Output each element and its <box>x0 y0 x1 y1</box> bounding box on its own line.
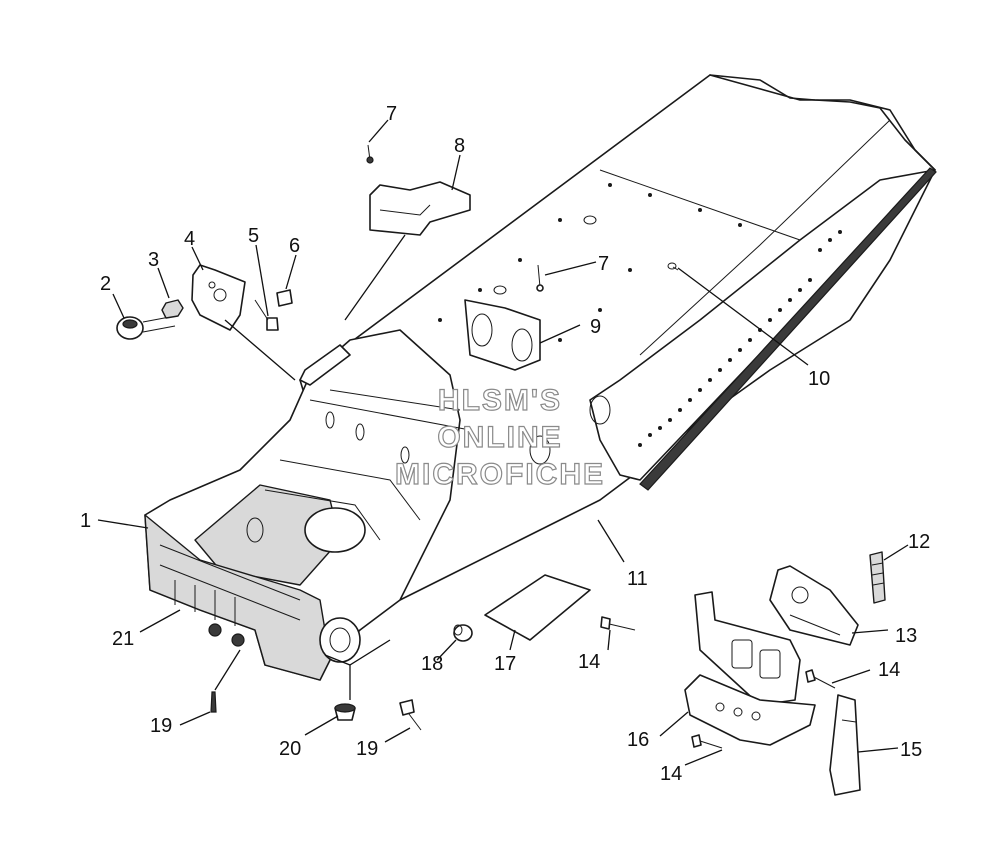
watermark: HLSM'S ONLINE MICROFICHE <box>394 383 605 491</box>
callout-19-right: 19 <box>356 738 378 760</box>
watermark-line-1: HLSM'S <box>438 384 562 417</box>
rod-10 <box>667 262 679 271</box>
bracket-16 <box>684 591 816 746</box>
front-bulkhead <box>144 329 471 681</box>
callout-17: 17 <box>494 653 516 675</box>
callout-7-top: 7 <box>386 103 397 125</box>
plate-17 <box>484 574 591 641</box>
callout-7-mid: 7 <box>598 253 609 275</box>
plate-15 <box>829 694 861 796</box>
callout-3: 3 <box>148 249 159 271</box>
callout-10: 10 <box>808 368 830 390</box>
callout-12: 12 <box>908 531 930 553</box>
leader-lines <box>97 119 909 766</box>
watermark-line-3: MICROFICHE <box>395 458 605 491</box>
callout-2: 2 <box>100 273 111 295</box>
callout-labels: 1 2 3 4 5 6 7 8 7 9 10 11 12 13 14 15 16… <box>80 103 930 785</box>
callout-11: 11 <box>627 568 648 590</box>
callout-9: 9 <box>590 316 601 338</box>
cap-18 <box>453 624 473 642</box>
bolt-14-a <box>600 616 636 631</box>
chassis-tunnel <box>299 74 937 611</box>
bolt-14-b <box>805 669 836 689</box>
isolator-2 <box>116 315 176 340</box>
callout-15: 15 <box>900 739 922 761</box>
callout-1: 1 <box>80 510 91 532</box>
bracket-8 <box>369 181 471 236</box>
callout-19-left: 19 <box>150 715 172 737</box>
callout-14-bottom: 14 <box>660 763 682 785</box>
mount-4 <box>191 264 246 331</box>
callout-21: 21 <box>112 628 134 650</box>
callout-5: 5 <box>248 225 259 247</box>
callout-6: 6 <box>289 235 300 257</box>
bracket-13 <box>769 565 859 646</box>
bolt-19-right <box>399 699 422 731</box>
strap-12 <box>869 551 886 604</box>
callout-14-right: 14 <box>878 659 900 681</box>
callout-14-left: 14 <box>578 651 600 673</box>
callout-8: 8 <box>454 135 465 157</box>
bracket-9 <box>464 299 541 371</box>
cap-20 <box>334 703 356 721</box>
bolt-14-c <box>691 734 723 749</box>
clip-19-left <box>210 691 217 713</box>
bolts-5-6 <box>254 289 293 331</box>
nut-3 <box>161 299 184 319</box>
callout-13: 13 <box>895 625 917 647</box>
callout-16: 16 <box>627 729 649 751</box>
pin-7-mid <box>536 264 544 292</box>
watermark-line-2: ONLINE <box>437 421 562 454</box>
callout-20: 20 <box>279 738 301 760</box>
callout-4: 4 <box>184 228 195 250</box>
pin-7-top <box>366 144 374 164</box>
callout-18: 18 <box>421 653 443 675</box>
